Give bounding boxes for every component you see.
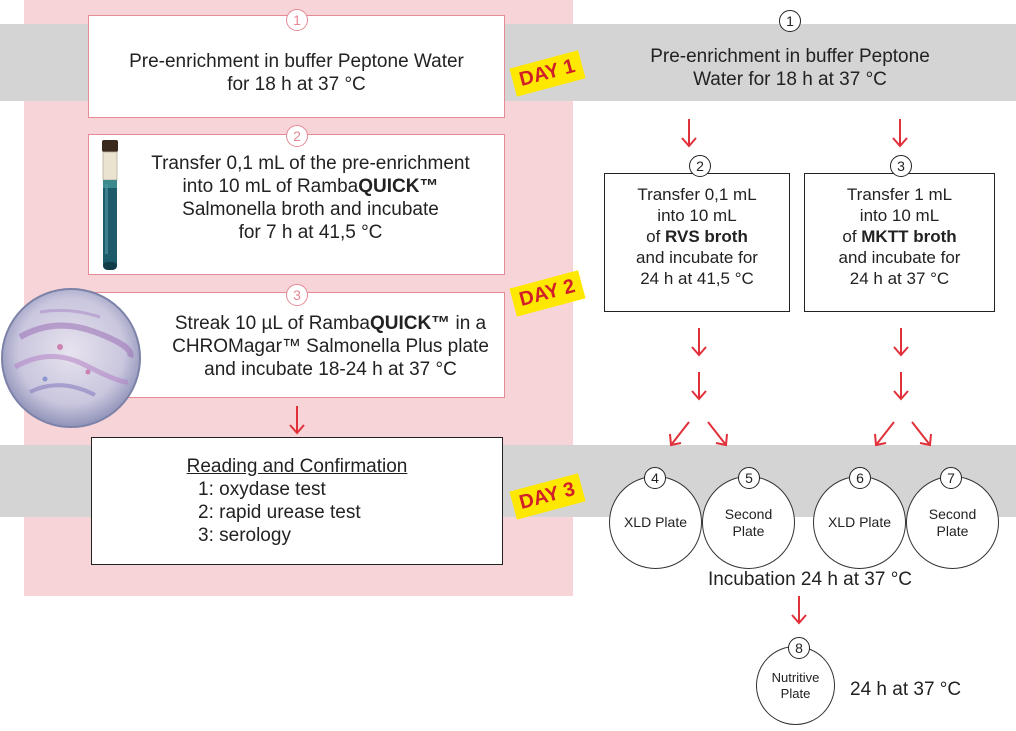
- left-step3-box: Streak 10 µL of RambaQUICK™ in a CHROMag…: [88, 292, 505, 398]
- nutritive-line1: Nutritive: [771, 669, 820, 685]
- plate-6-line1: XLD Plate: [827, 514, 892, 530]
- reading-item-3: 3: serology: [198, 525, 291, 546]
- mktt-line5: 24 h at 37 °C: [849, 269, 950, 288]
- petri-dish-image: [0, 287, 142, 429]
- plate-5-line2: Plate: [732, 522, 765, 539]
- right-step1-line1: Pre-enrichment in buffer Peptone: [650, 46, 930, 67]
- rvs-line1: Transfer 0,1 mL: [637, 185, 757, 204]
- mktt-line4: and incubate for: [838, 248, 961, 267]
- plate-7-line2: Plate: [936, 522, 969, 539]
- left-step3-line1a: Streak 10 µL of Ramba: [174, 313, 370, 334]
- right-step3-number: 3: [890, 155, 912, 177]
- left-step1-box: Pre-enrichment in buffer Peptone Water f…: [88, 15, 505, 118]
- reading-title: Reading and Confirmation: [186, 456, 408, 477]
- left-step3-line3: and incubate 18-24 h at 37 °C: [204, 359, 457, 380]
- plate-5-line1: Second: [724, 505, 773, 522]
- arrow-diagonal-icon: [667, 420, 693, 448]
- nutritive-line2: Plate: [780, 685, 811, 701]
- left-step2-line2a: into 10 mL of Ramba: [182, 176, 359, 197]
- arrow-down-icon: [678, 119, 700, 149]
- plate-5-number: 5: [738, 467, 760, 489]
- mktt-line2: into 10 mL: [859, 206, 940, 225]
- left-step2-line3: Salmonella broth and incubate: [182, 199, 439, 220]
- mktt-of: of: [842, 227, 862, 246]
- rvs-line2: into 10 mL: [657, 206, 737, 225]
- rvs-broth: RVS broth: [665, 227, 748, 246]
- plate-4: XLD Plate: [609, 476, 702, 569]
- left-step2-line4: for 7 h at 41,5 °C: [238, 222, 383, 243]
- mktt-broth: MKTT broth: [861, 227, 957, 246]
- arrow-down-icon: [286, 406, 308, 436]
- right-step1-line2: Water for 18 h at 37 °C: [693, 69, 887, 90]
- left-step2-line2: into 10 mL of RambaQUICK™: [117, 175, 504, 198]
- reading-item-1: 1: oxydase test: [198, 479, 326, 500]
- left-step3-line1: Streak 10 µL of RambaQUICK™ in a: [157, 312, 504, 335]
- left-step2-box: Transfer 0,1 mL of the pre-enrichment in…: [88, 134, 505, 275]
- arrow-diagonal-icon: [704, 420, 730, 448]
- plate-6: XLD Plate: [813, 476, 906, 569]
- rvs-line5: 24 h at 41,5 °C: [640, 269, 754, 288]
- arrow-down-icon: [688, 372, 710, 402]
- mktt-line1: Transfer 1 mL: [846, 185, 953, 204]
- left-step3-line2: CHROMagar™ Salmonella Plus plate: [172, 336, 489, 357]
- plate-7-number: 7: [940, 467, 962, 489]
- plate-4-line1: XLD Plate: [623, 514, 688, 530]
- arrow-down-icon: [890, 328, 912, 358]
- nutritive-number: 8: [788, 637, 810, 659]
- left-step3-number: 3: [286, 284, 308, 306]
- test-tube-image: [100, 140, 120, 271]
- arrow-diagonal-icon: [908, 420, 934, 448]
- right-step1-text: Pre-enrichment in buffer Peptone Water f…: [604, 45, 976, 91]
- arrow-down-icon: [889, 119, 911, 149]
- rvs-box: Transfer 0,1 mL into 10 mL of RVS broth …: [604, 173, 790, 312]
- incubation-caption: Incubation 24 h at 37 °C: [707, 569, 913, 590]
- rvs-line4: and incubate for: [636, 248, 758, 267]
- plate-7-line1: Second: [928, 505, 977, 522]
- reading-item-2: 2: rapid urease test: [198, 502, 361, 523]
- left-step2-number: 2: [286, 125, 308, 147]
- left-step3-line1c: in a: [450, 313, 487, 334]
- rvs-line3: of RVS broth: [605, 226, 789, 247]
- reading-box: Reading and Confirmation 1: oxydase test…: [91, 437, 503, 565]
- right-step1-number: 1: [779, 10, 801, 32]
- left-step1-number: 1: [286, 9, 308, 31]
- left-step3-brand: QUICK™: [369, 313, 451, 334]
- arrow-down-icon: [890, 372, 912, 402]
- plate-4-number: 4: [644, 467, 666, 489]
- mktt-line3: of MKTT broth: [805, 226, 994, 247]
- left-step2-line1: Transfer 0,1 mL of the pre-enrichment: [151, 153, 470, 174]
- nutritive-caption: 24 h at 37 °C: [850, 679, 962, 700]
- rvs-of: of: [646, 227, 666, 246]
- left-step2-brand: QUICK™: [358, 176, 439, 197]
- right-step2-number: 2: [689, 155, 711, 177]
- left-step1-line1: Pre-enrichment in buffer Peptone Water: [129, 51, 464, 72]
- arrow-down-icon: [788, 596, 810, 626]
- mktt-box: Transfer 1 mL into 10 mL of MKTT broth a…: [804, 173, 995, 312]
- plate-6-number: 6: [849, 467, 871, 489]
- arrow-down-icon: [688, 328, 710, 358]
- left-step1-line2: for 18 h at 37 °C: [227, 74, 366, 95]
- arrow-diagonal-icon: [872, 420, 898, 448]
